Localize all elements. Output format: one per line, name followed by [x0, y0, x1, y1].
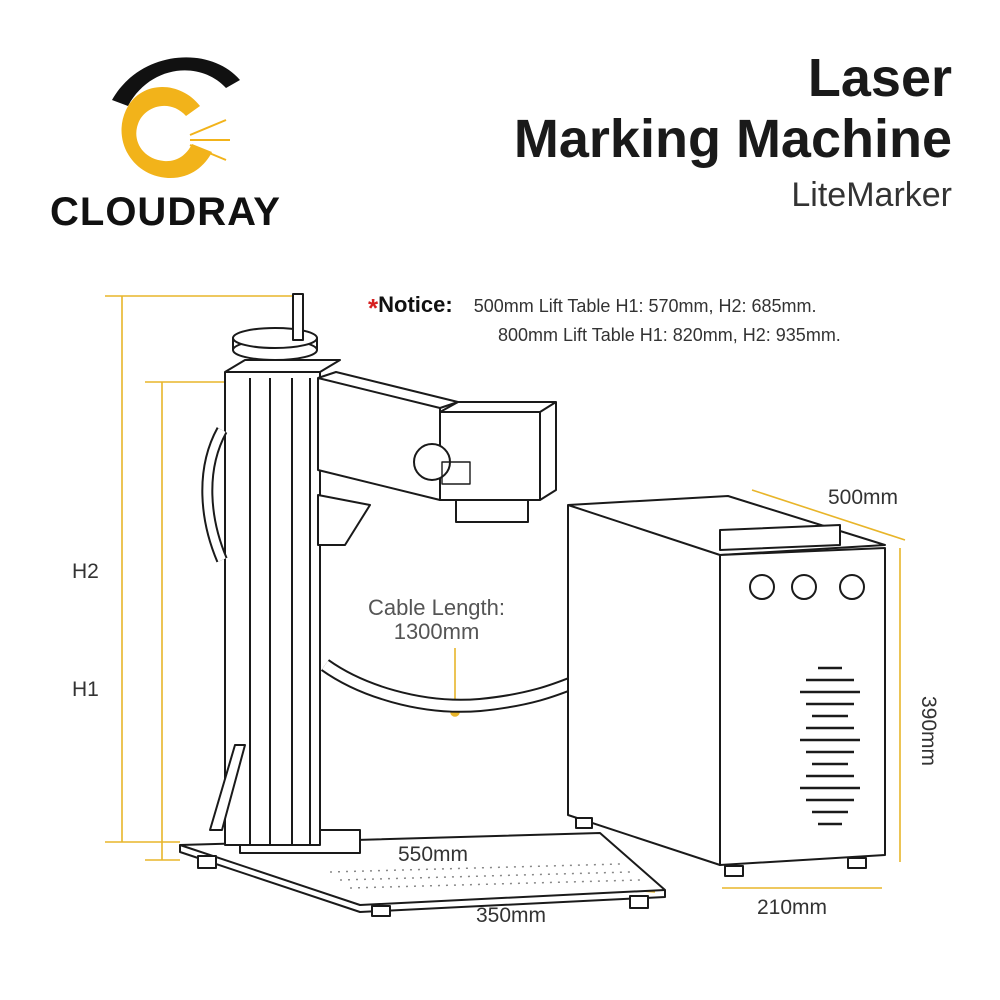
h1-label: H1 [72, 678, 99, 701]
cable-length-value: 1300mm [393, 619, 480, 644]
box-height-label: 390mm [917, 696, 940, 767]
notice-block: *Notice: 500mm Lift Table H1: 570mm, H2:… [368, 290, 958, 350]
brand-name: CLOUDRAY [50, 190, 281, 234]
base-width-label: 350mm [476, 904, 547, 927]
cable-length-label: Cable Length: 1300mm [368, 596, 505, 644]
cable-length-title: Cable Length: [368, 595, 505, 620]
h2-label: H2 [72, 560, 99, 583]
notice-row-2: 800mm Lift Table H1: 820mm, H2: 935mm. [498, 325, 841, 345]
vent-slots [800, 666, 860, 826]
asterisk-icon: * [368, 293, 379, 323]
notice-row-1: 500mm Lift Table H1: 570mm, H2: 685mm. [473, 296, 817, 316]
title-line-1: Laser [807, 48, 952, 108]
box-depth-label: 500mm [828, 486, 899, 509]
notice-label: Notice: [378, 292, 453, 317]
product-subtitle: LiteMarker [791, 176, 952, 214]
box-width-label: 210mm [757, 896, 828, 919]
brand-logo [40, 40, 310, 240]
base-depth-label: 550mm [398, 843, 469, 866]
title-line-2: Marking Machine [513, 109, 952, 169]
product-title: Laser Marking Machine LiteMarker [514, 48, 952, 218]
cloudray-logo-icon [112, 57, 240, 179]
